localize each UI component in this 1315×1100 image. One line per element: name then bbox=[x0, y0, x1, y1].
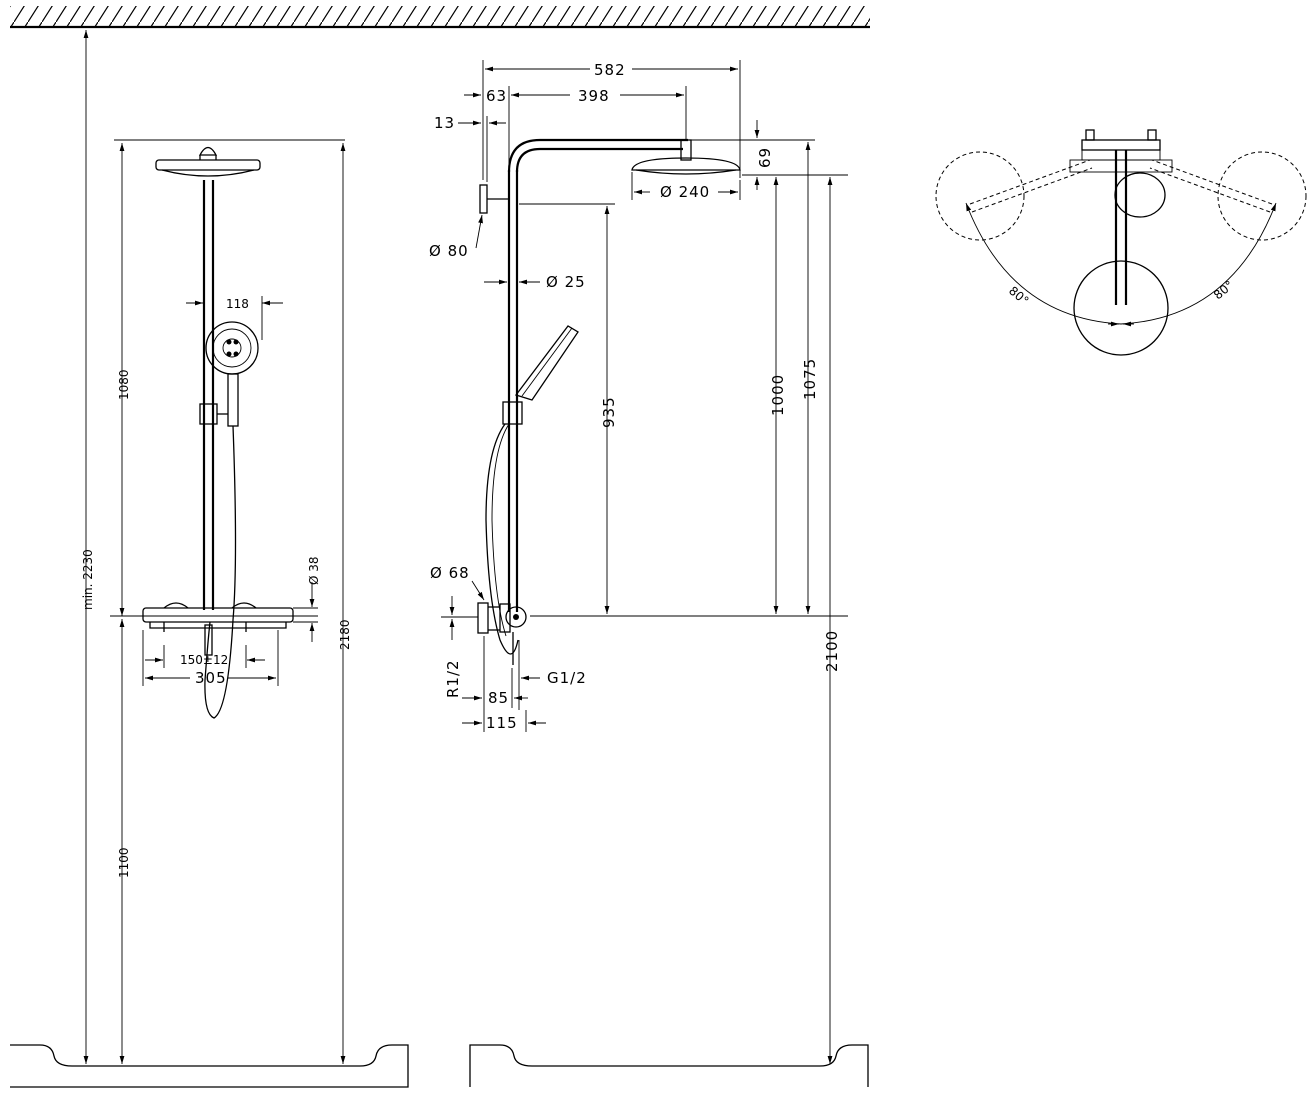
dim-dia-80: Ø 80 bbox=[429, 242, 469, 260]
dim-115: 115 bbox=[486, 714, 518, 732]
side-view bbox=[477, 138, 741, 665]
dim-1000: 1000 bbox=[769, 374, 787, 416]
top-thermostat bbox=[1081, 139, 1161, 151]
dim-2100: 2100 bbox=[823, 630, 841, 672]
dim-2180: 2180 bbox=[338, 619, 352, 650]
dim-582: 582 bbox=[594, 61, 626, 79]
swivel-circle-right bbox=[1217, 151, 1307, 241]
dim-dia-38: Ø 38 bbox=[307, 556, 321, 585]
dim-118: 118 bbox=[226, 297, 249, 311]
side-overhead-shower bbox=[631, 157, 741, 171]
dim-min-2230: min. 2230 bbox=[81, 549, 95, 610]
dim-1080: 1080 bbox=[117, 369, 131, 400]
side-hose bbox=[485, 423, 519, 655]
dim-dia-68: Ø 68 bbox=[430, 564, 470, 582]
wall-rosette bbox=[479, 184, 488, 214]
angle-left: 80° bbox=[1006, 284, 1031, 308]
shower-arm bbox=[507, 138, 688, 173]
dim-g12: G1/2 bbox=[547, 669, 587, 687]
floor-tray-right bbox=[469, 1044, 869, 1087]
dim-13: 13 bbox=[434, 114, 455, 132]
dim-150-12: 150±12 bbox=[180, 653, 228, 667]
dim-935: 935 bbox=[600, 396, 618, 428]
swivel-circle-left bbox=[935, 151, 1025, 241]
hand-shower-handle bbox=[227, 373, 239, 427]
dim-305: 305 bbox=[195, 669, 227, 687]
ceiling bbox=[10, 6, 870, 29]
front-dimensions: min. 2230 1080 1100 2180 118 Ø 38 150±12… bbox=[81, 30, 352, 1064]
slider bbox=[199, 403, 218, 425]
side-inlet bbox=[477, 602, 489, 634]
dim-dia-240: Ø 240 bbox=[660, 183, 710, 201]
hose bbox=[204, 425, 237, 719]
floor-tray-left bbox=[10, 1044, 409, 1088]
dim-dia-25: Ø 25 bbox=[546, 273, 586, 291]
dim-1075: 1075 bbox=[801, 358, 819, 400]
dim-63: 63 bbox=[486, 87, 507, 105]
dim-85: 85 bbox=[488, 689, 509, 707]
thermostat-body bbox=[142, 607, 294, 623]
swivel-arc bbox=[965, 202, 1277, 325]
side-handle bbox=[505, 606, 527, 628]
top-view: 80° 80° bbox=[935, 129, 1307, 356]
side-slider bbox=[502, 401, 523, 425]
dim-69: 69 bbox=[756, 147, 774, 168]
dim-1100: 1100 bbox=[117, 847, 131, 878]
top-head bbox=[1073, 260, 1169, 356]
side-hand-shower bbox=[514, 325, 579, 401]
side-dimensions: 582 398 63 13 69 Ø 240 Ø 80 Ø 25 bbox=[429, 60, 848, 1064]
overhead-shower bbox=[155, 159, 261, 171]
head-cap bbox=[198, 146, 218, 156]
dim-r12: R1/2 bbox=[444, 659, 462, 698]
front-view bbox=[142, 146, 294, 719]
angle-right: 80° bbox=[1211, 278, 1236, 302]
top-mixer bbox=[1114, 172, 1166, 218]
dim-398: 398 bbox=[578, 87, 610, 105]
